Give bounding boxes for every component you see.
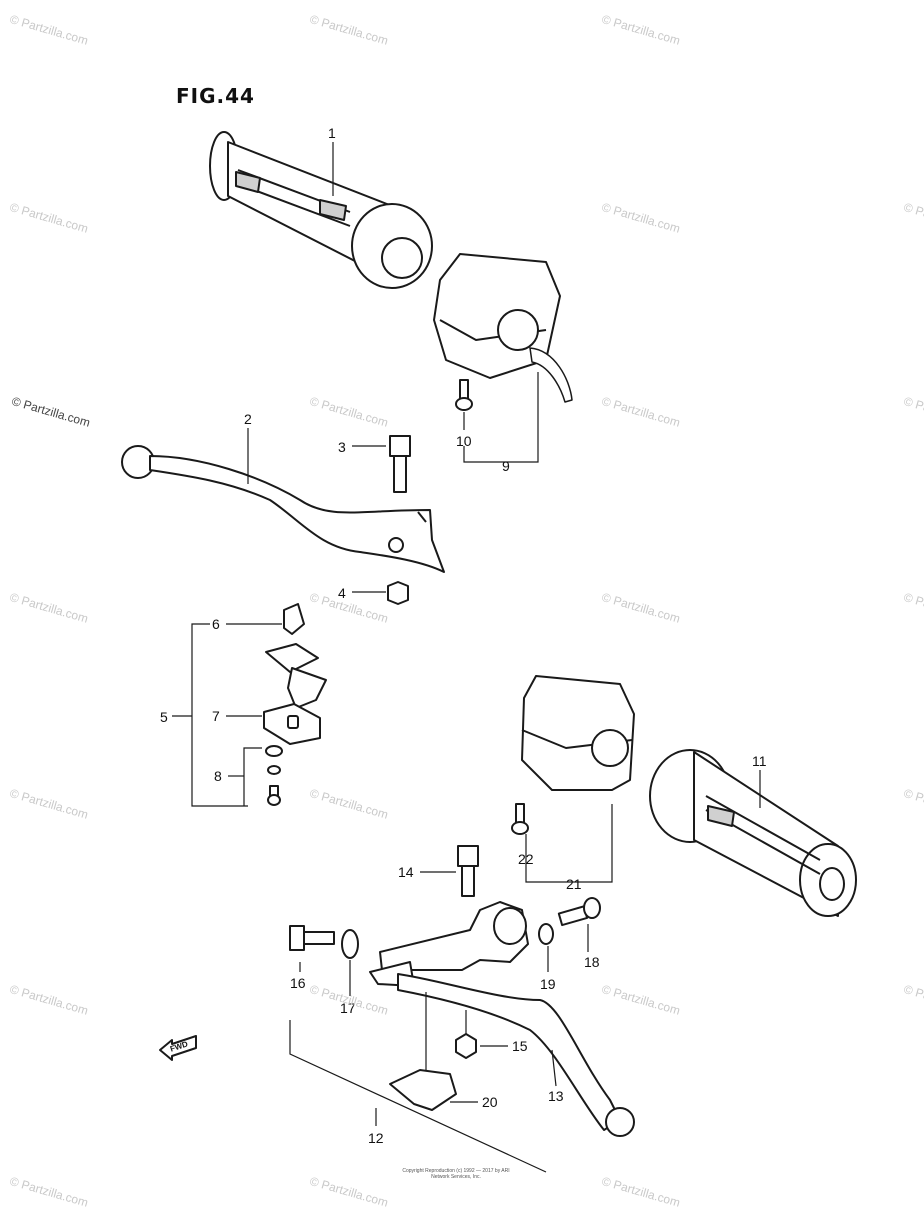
clutch-lever-part [397, 973, 635, 1137]
part-label-14: 14 [398, 864, 414, 880]
part-label-12: 12 [368, 1130, 384, 1146]
part-label-4: 4 [338, 585, 346, 601]
part-label-3: 3 [338, 439, 346, 455]
pivot-bolt-14-part [457, 845, 479, 897]
part-label-13: 13 [548, 1088, 564, 1104]
switch-housing-left-part [521, 675, 635, 791]
bolt-18-part [557, 897, 601, 927]
washer-19-part [538, 923, 554, 945]
brake-switch-part [263, 643, 327, 745]
part-label-19: 19 [540, 976, 556, 992]
part-label-2: 2 [244, 411, 252, 427]
part-label-18: 18 [584, 954, 600, 970]
part-label-22: 22 [518, 851, 534, 867]
brake-lever-part [121, 445, 445, 573]
screw-22-part [511, 803, 529, 835]
switch-housing-right-part [433, 253, 573, 403]
adjuster-bolt-16-part [289, 925, 335, 951]
part-label-17: 17 [340, 1000, 356, 1016]
part-label-16: 16 [290, 975, 306, 991]
screws-8-part [265, 745, 283, 806]
screw-10-part [455, 379, 473, 411]
part-label-8: 8 [214, 768, 222, 784]
grip-left-part [649, 749, 857, 917]
part-label-5: 5 [160, 709, 168, 725]
part-label-1: 1 [328, 125, 336, 141]
switch-6-part [283, 603, 305, 635]
part-label-7: 7 [212, 708, 220, 724]
clutch-switch-20-part [389, 1069, 457, 1111]
lock-nut-17-part [341, 929, 359, 959]
fwd-arrow-icon [159, 1035, 197, 1061]
part-label-10: 10 [456, 433, 472, 449]
nut-15-part [455, 1033, 477, 1059]
pivot-bolt-3-part [389, 435, 411, 493]
lever-holder-part [369, 901, 529, 987]
part-label-20: 20 [482, 1094, 498, 1110]
grip-right-part [209, 131, 433, 289]
figure-title: FIG.44 [176, 84, 255, 108]
copyright-note: Copyright Reproduction (c) 1992 — 2017 b… [402, 1168, 510, 1180]
leader-lines [172, 142, 761, 1173]
nut-4-part [387, 581, 409, 605]
part-label-6: 6 [212, 616, 220, 632]
part-label-21: 21 [566, 876, 582, 892]
part-label-15: 15 [512, 1038, 528, 1054]
part-label-9: 9 [502, 458, 510, 474]
part-label-11: 11 [752, 753, 767, 769]
